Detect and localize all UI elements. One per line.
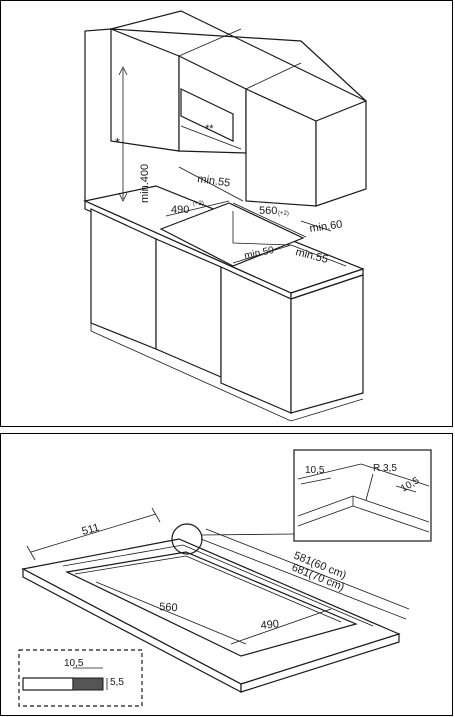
dim-min55-side-line [290,244,347,267]
dim-490-line [165,200,230,217]
dim-681-line [200,538,407,620]
kitchen-cabinet-drawing: * ** min.400 min.55 490 (+2) 560 (+2) mi… [83,10,367,422]
label-section-5-5: 5,5 [110,677,124,688]
label-zoom-radius: R 3,5 [373,463,397,474]
cutout-dimensions-panel: 511 581(60 cm) 681(70 cm) 560 490 10,5 R… [0,433,453,716]
label-511: 511 [81,522,101,538]
dim-min60-line [300,220,332,232]
label-zoom-left-10-5: 10,5 [305,465,325,476]
label-min-55-back: min.55 [197,173,231,189]
installation-diagram-panel: * ** min.400 min.55 490 (+2) 560 (+2) mi… [0,0,453,427]
detail-zoom-box [293,449,432,542]
label-width-490: 490 [171,204,189,216]
label-depth-560-tol: (+2) [278,211,289,217]
label-490: 490 [260,618,280,632]
label-min-60: min.60 [309,218,343,234]
label-section-10-5: 10,5 [64,658,84,669]
label-width-490-tol: (+2) [193,201,204,207]
dim-560-line [95,581,247,645]
dim-min55-back-line [178,166,244,202]
cutout-drawing: 511 581(60 cm) 681(70 cm) 560 490 10,5 R… [18,449,432,707]
dim-hood-line [180,125,242,150]
label-560: 560 [159,601,178,614]
dim-560-line [232,202,307,238]
zoom-marker-circle [171,523,203,555]
dim-581-line [205,528,410,610]
label-star-single: * [115,135,120,150]
dim-min50-line [232,244,292,264]
dim-490-line [230,608,332,645]
label-depth-560: 560 [259,205,277,217]
dim-511-line [30,513,157,553]
label-star-double: ** [205,123,214,135]
label-min-400: min.400 [139,164,151,203]
section-detail-box [18,649,143,707]
